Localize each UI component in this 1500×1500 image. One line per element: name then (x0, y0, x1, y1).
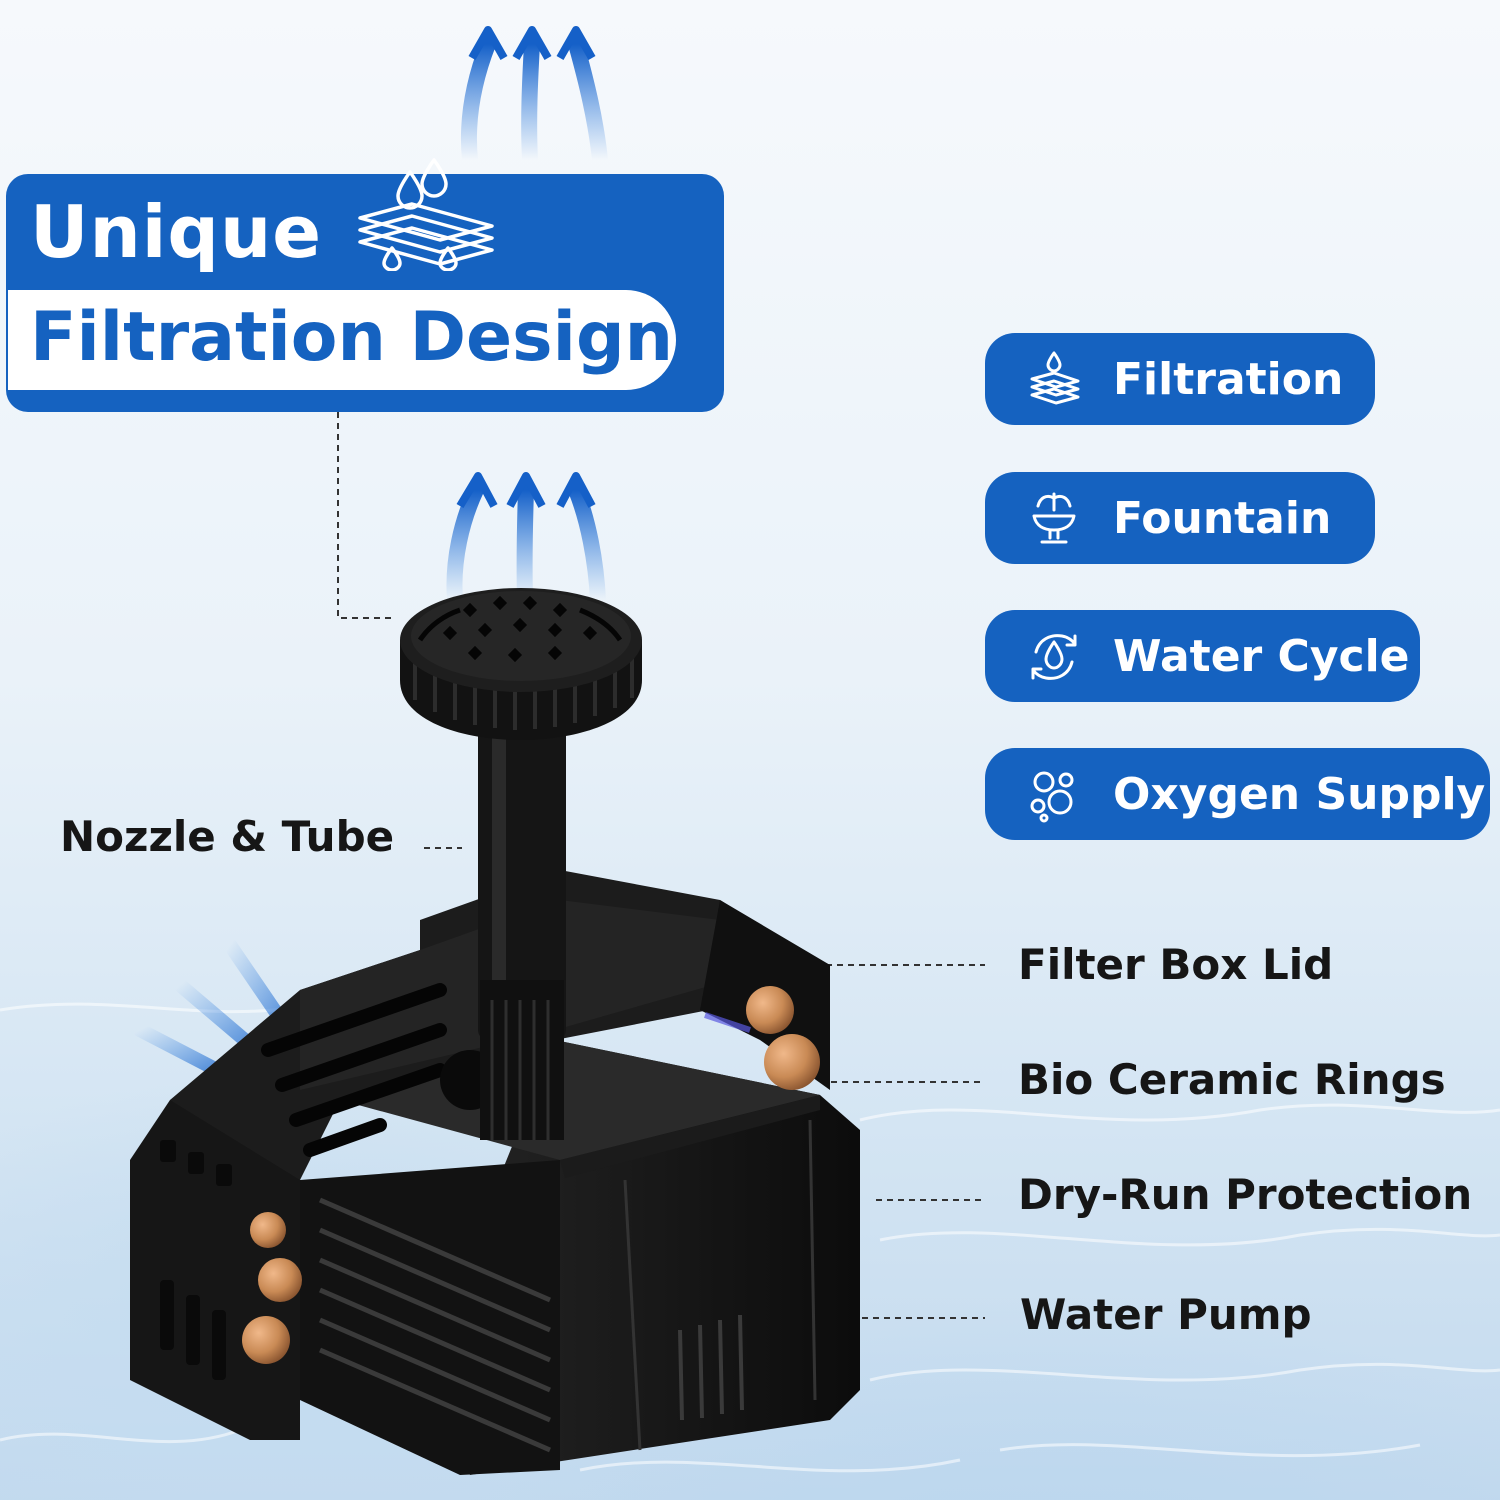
ceramic-ring (746, 986, 794, 1034)
feature-label: Water Cycle (1113, 630, 1410, 682)
bubbles-icon (1019, 759, 1089, 829)
leader-lines (337, 412, 985, 1319)
label-nozzle-tube: Nozzle & Tube (60, 812, 395, 861)
nozzle-tube (478, 720, 566, 1140)
label-filter-box-lid: Filter Box Lid (1018, 940, 1334, 989)
feature-filtration: Filtration (985, 333, 1375, 425)
ceramic-ring (250, 1212, 286, 1248)
label-bio-ceramic-rings: Bio Ceramic Rings (1018, 1055, 1446, 1104)
feature-fountain: Fountain (985, 472, 1375, 564)
flow-arrows-nozzle (446, 472, 606, 608)
label-water-pump: Water Pump (1020, 1290, 1312, 1339)
title-line-1: Unique (30, 190, 323, 274)
filter-layers-icon (1019, 344, 1089, 414)
ceramic-ring (242, 1316, 290, 1364)
filter-layers-drops-icon (358, 158, 494, 271)
title-line-2: Filtration Design (30, 298, 674, 377)
ceramic-ring (258, 1258, 302, 1302)
feature-label: Filtration (1113, 353, 1344, 405)
title-highlight-pill (8, 290, 676, 390)
water-cycle-icon (1019, 621, 1089, 691)
feature-oxygen-supply: Oxygen Supply (985, 748, 1490, 840)
feature-label: Oxygen Supply (1113, 768, 1486, 820)
label-dry-run-protection: Dry-Run Protection (1018, 1170, 1473, 1219)
fountain-icon (1019, 483, 1089, 553)
nozzle-head (400, 588, 642, 740)
ceramic-ring (764, 1034, 820, 1090)
feature-water-cycle: Water Cycle (985, 610, 1420, 702)
flow-arrows-top (460, 26, 608, 168)
heatsink-fins (300, 1160, 560, 1475)
feature-label: Fountain (1113, 492, 1332, 544)
